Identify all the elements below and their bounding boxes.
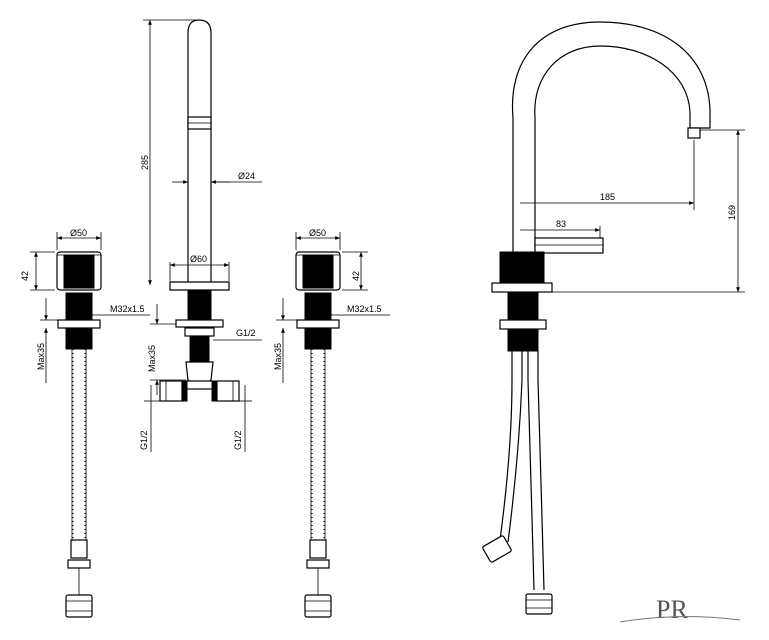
spout-height-label: 285 xyxy=(140,155,150,170)
pipe-right-label: G1/2 xyxy=(233,430,243,450)
center-spout-view: 285 Ø24 Ø60 G1/2 Max35 G1/2 G1/2 xyxy=(139,19,262,452)
gooseneck-outer xyxy=(511,21,711,119)
base-diameter-label: Ø60 xyxy=(190,254,207,264)
spout-tube xyxy=(187,19,212,285)
left-handle-nut xyxy=(65,292,93,320)
handle-reach-label: 83 xyxy=(556,219,566,229)
left-hose-nut xyxy=(65,594,93,618)
right-hose-crimp xyxy=(309,539,327,559)
spout-diameter-label: Ø24 xyxy=(238,171,255,181)
tee-right-outlet xyxy=(216,380,240,402)
right-handle-washer xyxy=(296,319,340,329)
right-max-label: Max35 xyxy=(273,343,283,370)
left-handle-height-label: 42 xyxy=(20,271,30,281)
side-base-flange xyxy=(491,282,553,293)
left-max-label: Max35 xyxy=(36,343,46,370)
left-handle-view: Ø50 42 M32x1.5 Max35 xyxy=(20,228,150,618)
left-thread-label: M32x1.5 xyxy=(110,304,145,314)
pr-brand-logo: PR xyxy=(619,595,741,624)
tee-left-outlet xyxy=(159,380,183,402)
side-hose-nut-left xyxy=(482,535,512,563)
logo-text: PR xyxy=(656,595,688,624)
side-hose-left xyxy=(499,351,513,541)
reach-label: 185 xyxy=(600,192,615,202)
right-handle-nut xyxy=(304,292,332,320)
right-thread-label: M32x1.5 xyxy=(347,304,382,314)
center-max-label: Max35 xyxy=(147,345,157,372)
right-handle-diameter-label: Ø50 xyxy=(309,228,326,238)
outlet-height-label: 169 xyxy=(727,205,737,220)
side-hose-right xyxy=(527,351,535,591)
side-handle-lever xyxy=(534,237,604,254)
pipe-top-label: G1/2 xyxy=(236,328,256,338)
left-handle-washer xyxy=(57,319,101,329)
side-view: 185 83 169 xyxy=(482,21,745,615)
gooseneck-inner xyxy=(534,45,691,119)
side-aerator xyxy=(687,127,701,139)
left-handle-lever xyxy=(63,254,95,289)
pipe-left-label: G1/2 xyxy=(139,430,149,450)
side-hose-nut-right xyxy=(525,593,553,615)
right-hose-nut xyxy=(304,594,332,618)
right-handle-lever xyxy=(302,254,334,289)
spout-base-flange xyxy=(169,281,230,291)
left-hose-crimp xyxy=(70,539,88,559)
side-base-body xyxy=(499,251,545,283)
right-handle-view: Ø50 42 M32x1.5 Max35 xyxy=(273,228,390,618)
right-handle-height-label: 42 xyxy=(351,271,361,281)
left-handle-diameter-label: Ø50 xyxy=(70,228,87,238)
